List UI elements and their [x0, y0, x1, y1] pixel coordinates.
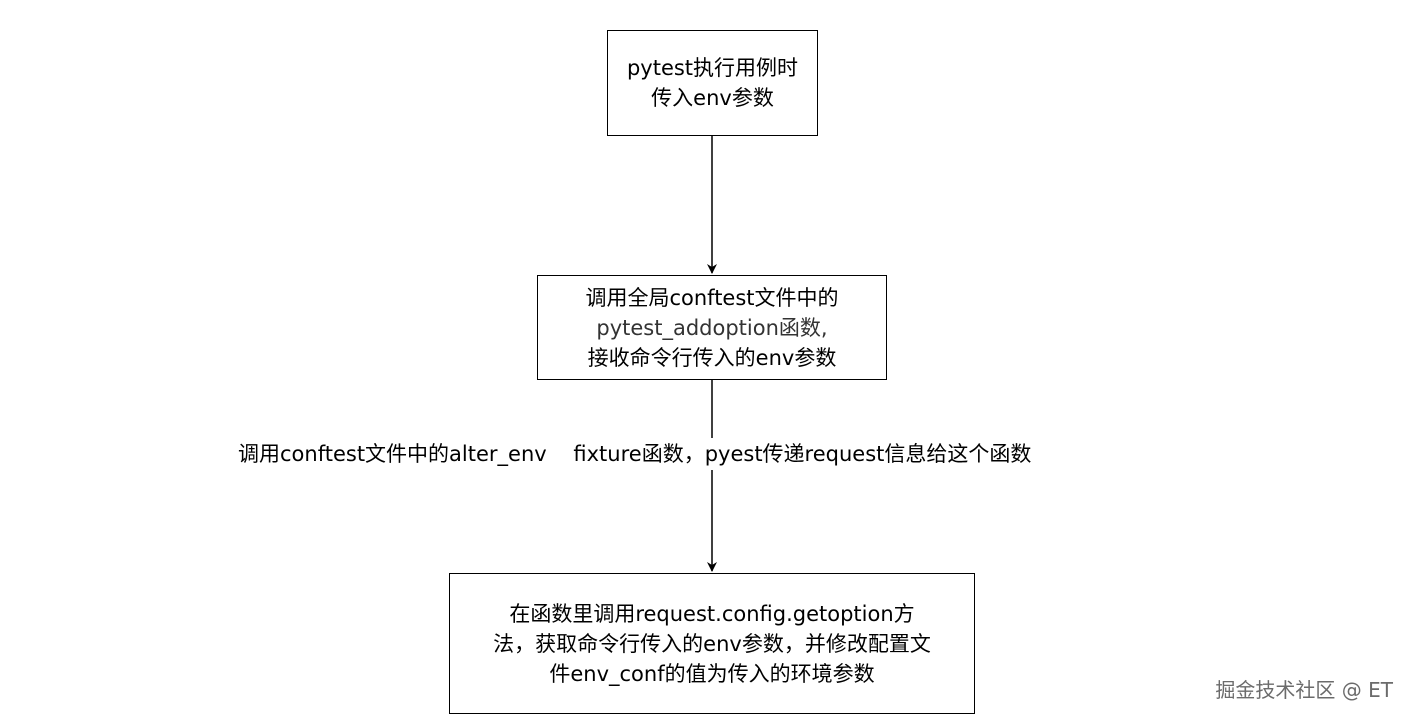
step1-text-line1: pytest执行用例时	[626, 56, 799, 80]
step3-text-line3: 件env_conf的值为传入的环境参数	[549, 661, 875, 686]
step3-box: 在函数里调用request.config.getoption方 法，获取命令行传…	[449, 573, 975, 714]
step2-text-line2: pytest_addoption函数,	[596, 315, 828, 340]
step2-text-line3: 接收命令行传入的env参数	[587, 345, 837, 370]
watermark: 掘金技术社区 @ ET	[1215, 678, 1393, 702]
step3-text-line1: 在函数里调用request.config.getoption方	[509, 601, 915, 626]
step2-box: 调用全局conftest文件中的 pytest_addoption函数, 接收命…	[537, 275, 887, 380]
step1-text-line2: 传入env参数	[651, 86, 774, 110]
step3-text-line2: 法，获取命令行传入的env参数，并修改配置文	[493, 631, 931, 656]
step1-box: pytest执行用例时 传入env参数	[607, 30, 818, 136]
step2-text-line1: 调用全局conftest文件中的	[585, 285, 839, 310]
edge-label-step2-to-step3: 调用conftest文件中的alter_env fixture函数，pyest传…	[238, 438, 1032, 470]
